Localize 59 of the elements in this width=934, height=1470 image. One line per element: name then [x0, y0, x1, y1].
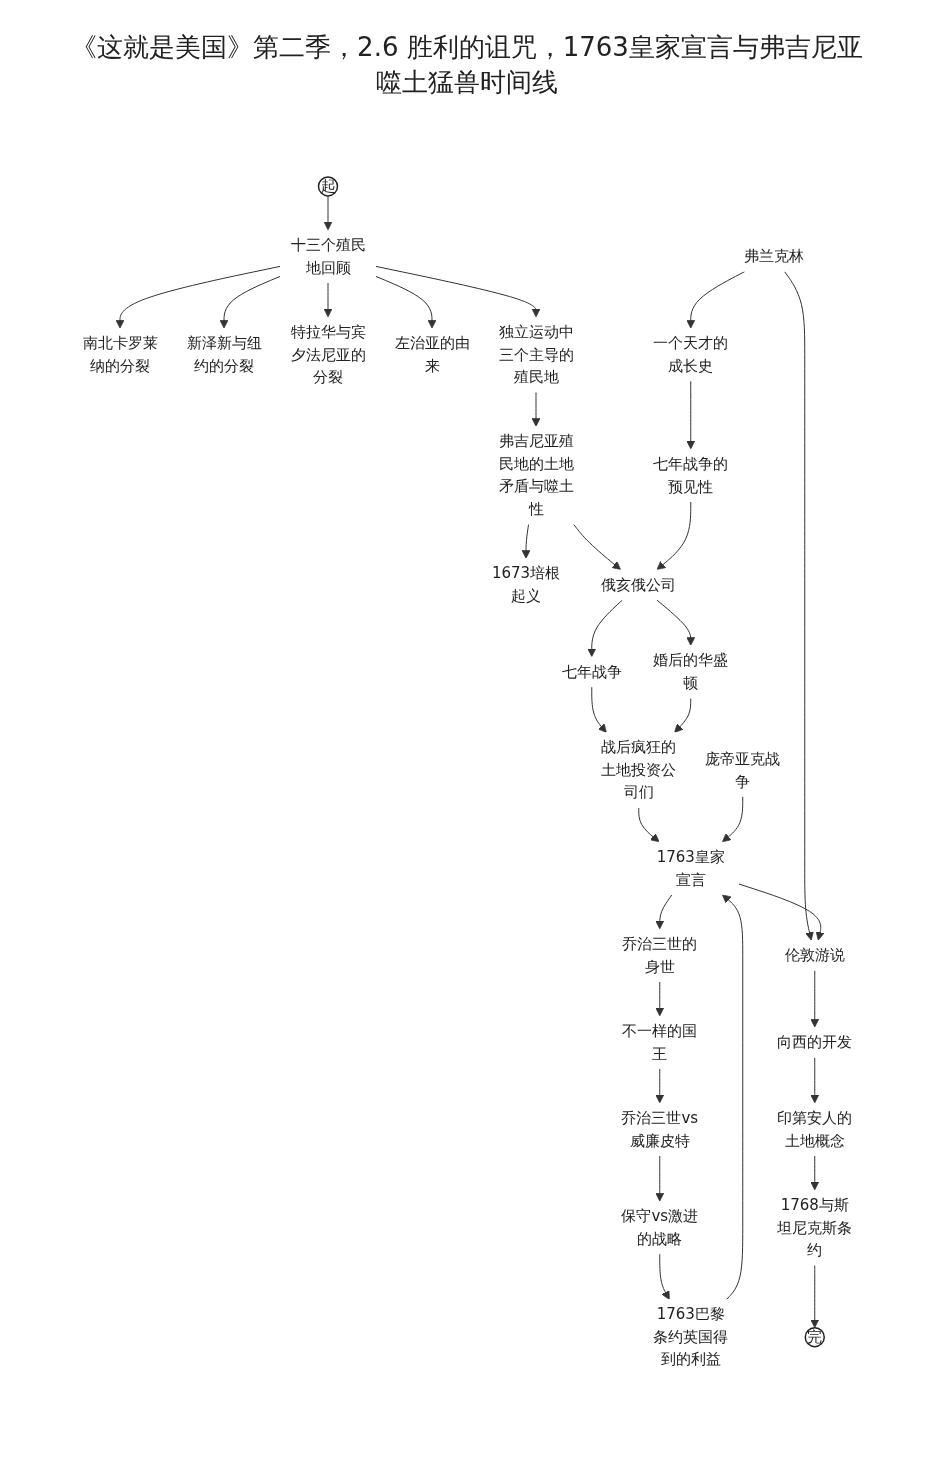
node-text: 战后疯狂的土地投资公司们 [600, 738, 676, 802]
arrow [572, 523, 621, 570]
node-text: 新泽新与纽约的分裂 [186, 334, 262, 375]
arrow [721, 796, 743, 843]
arrow [686, 380, 695, 450]
arrow [219, 275, 281, 329]
node-text: 1763巴黎条约英国得到的利益 [652, 1305, 728, 1369]
arrow [656, 501, 691, 570]
node-text: 十三个殖民地回顾 [290, 235, 366, 277]
arrow [686, 271, 745, 329]
arrow [375, 275, 437, 329]
node-text: 庞帝亚克战争 [704, 749, 780, 791]
arrow [323, 195, 333, 231]
node-text: 左治亚的由来 [394, 334, 470, 375]
arrow [655, 1068, 664, 1104]
arrow [375, 265, 541, 318]
arrow [737, 883, 824, 941]
arrow [721, 894, 743, 1300]
arrow [655, 894, 672, 930]
node-text: 伦敦游说 [784, 946, 845, 965]
arrow [810, 1264, 819, 1329]
node-circle: 起 [317, 176, 338, 197]
node-text: 南北卡罗莱纳的分裂 [82, 334, 158, 375]
node-text: 1763皇家宣言 [656, 847, 725, 889]
node-text: 弗兰克林 [743, 247, 804, 266]
node-text: 保守vs激进的战略 [621, 1207, 698, 1248]
node-text: 俄亥俄公司 [600, 575, 676, 594]
node-text: 1673培根起义 [491, 564, 560, 605]
arrow [810, 970, 819, 1028]
node-text: 婚后的华盛顿 [652, 651, 728, 692]
node-text: 印第安人的土地概念 [776, 1108, 852, 1150]
arrow [115, 265, 281, 329]
node-text: 弗吉尼亚殖民地的土地矛盾与噬土性 [498, 432, 574, 518]
node-text: 特拉华与宾夕法尼亚的分裂 [290, 322, 366, 386]
arrow [658, 1253, 670, 1300]
node-text: 乔治三世vs威廉皮特 [621, 1108, 698, 1150]
arrow [590, 686, 607, 733]
arrow [656, 599, 695, 646]
arrow [810, 1155, 819, 1191]
node-text: 七年战争 [561, 662, 622, 681]
arrow [323, 282, 333, 318]
node-text: 向西的开发 [776, 1033, 852, 1052]
node-circle: 完 [804, 1326, 825, 1348]
arrow [637, 807, 660, 843]
arrow [587, 599, 623, 658]
arrow [783, 271, 814, 941]
arrow [810, 1057, 819, 1104]
node-text: 一个天才的成长史 [652, 334, 728, 375]
arrow [521, 523, 531, 559]
arrow [655, 981, 664, 1017]
node-text: 乔治三世的身世 [621, 934, 697, 976]
arrow [531, 391, 541, 427]
node-text: 1768与斯坦尼克斯条约 [776, 1195, 852, 1259]
node-text: 独立运动中三个主导的殖民地 [498, 322, 574, 386]
diagram-title: 《这就是美国》第二季，2.6 胜利的诅咒，1763皇家宣言与弗吉尼亚噬土猛兽时间线 [70, 31, 864, 99]
node-text: 七年战争的预见性 [652, 454, 728, 496]
arrow [655, 1155, 664, 1202]
node-text: 不一样的国王 [621, 1021, 697, 1063]
arrow [673, 697, 691, 733]
